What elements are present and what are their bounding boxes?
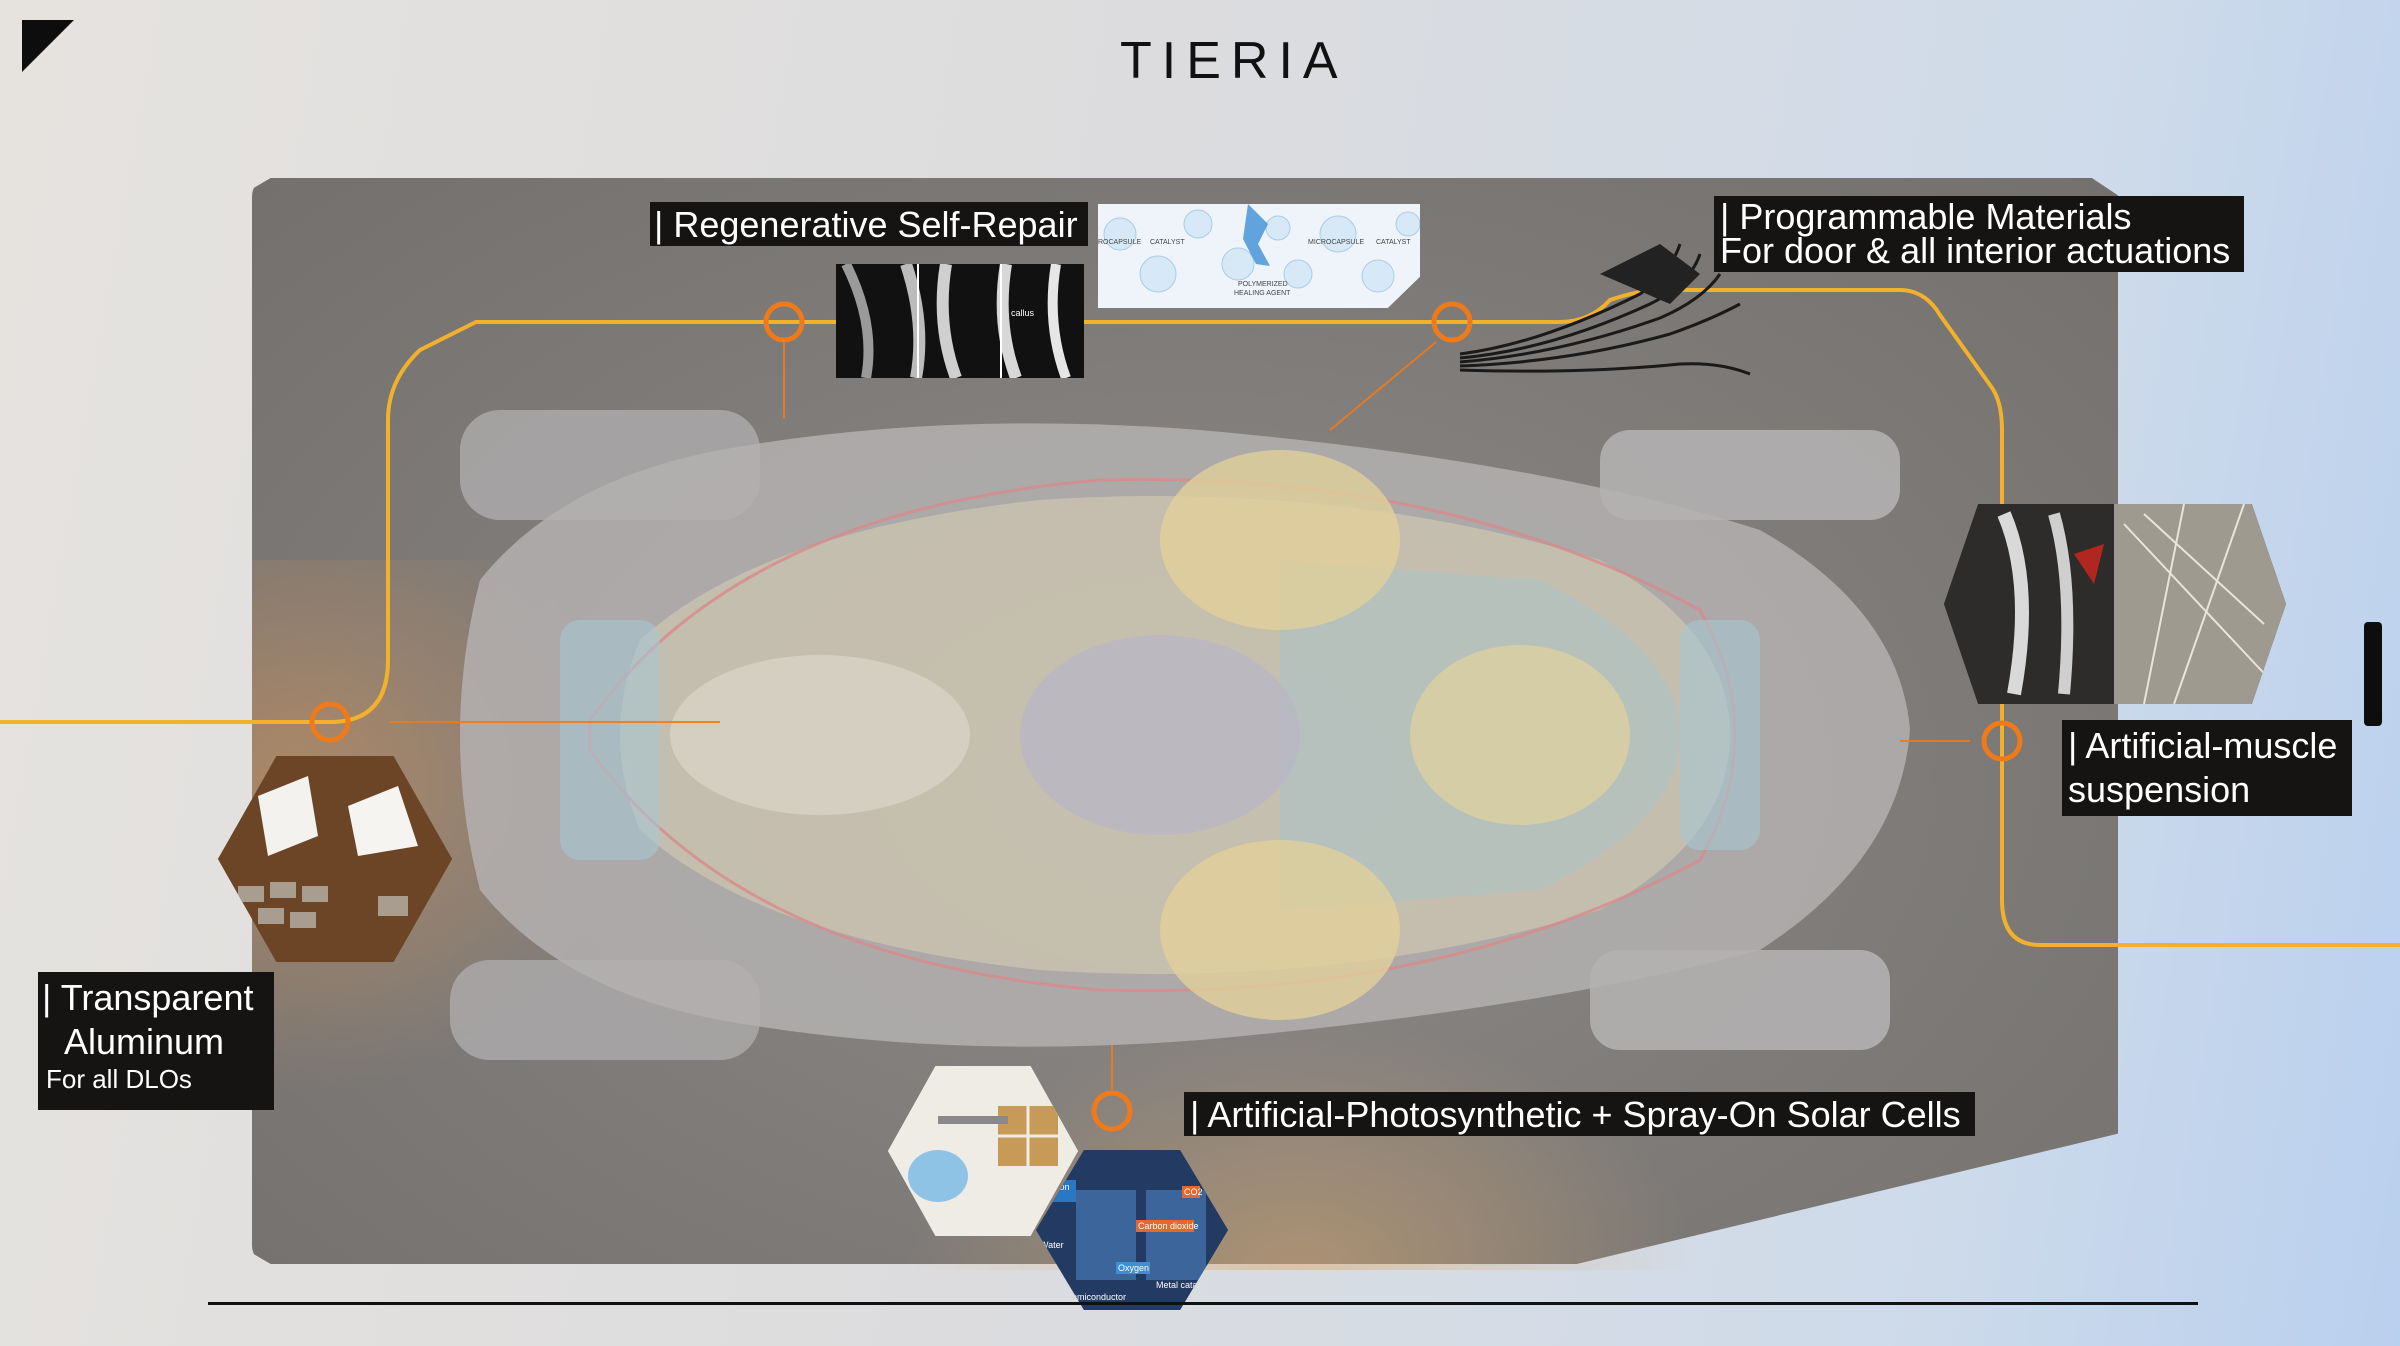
seat-center — [1020, 635, 1300, 835]
rear-light — [1680, 620, 1760, 850]
ring-node-icon — [1091, 1090, 1133, 1132]
callout-title: | Regenerative Self-Repair — [654, 204, 1078, 245]
seat-rear — [1410, 645, 1630, 825]
ring-node-icon — [309, 701, 351, 743]
metal-catalyst-label: Metal catalyst — [1156, 1280, 1212, 1290]
oxygen-label: Oxygen — [1118, 1263, 1149, 1273]
leader-programmable — [1329, 341, 1437, 431]
callout-line1: | Transparent — [42, 977, 254, 1018]
callout-title: | Programmable Materials — [1720, 196, 2132, 237]
ring-node-icon — [763, 301, 805, 343]
callout-subtitle: For door & all interior actuations — [1720, 230, 2231, 271]
artificial-muscle-image — [1944, 504, 2286, 704]
seat-right — [1160, 840, 1400, 1020]
callout-programmable: | Programmable Materials For door & all … — [1714, 196, 2245, 272]
ring-node-icon — [1981, 720, 2023, 762]
callout-line2: Aluminum — [64, 1021, 225, 1062]
brand-logo: TIERIA — [1120, 32, 1348, 90]
slide-scroll-handle[interactable] — [2364, 622, 2382, 726]
callout-line1: | Artificial-muscle — [2068, 725, 2338, 766]
spray-solar-image — [888, 1066, 1078, 1236]
semiconductor-label: Semiconductor — [1066, 1292, 1126, 1302]
xray-image: callus — [836, 264, 1084, 378]
callout-muscle: | Artificial-muscle suspension — [2062, 720, 2352, 816]
co2-label: CO2 — [1184, 1187, 1203, 1197]
front-light — [560, 620, 660, 860]
callout-solar: | Artificial-Photosynthetic + Spray-On S… — [1184, 1092, 1975, 1136]
callus-label: callus — [1011, 308, 1035, 318]
wheel-rear-right — [1590, 950, 1890, 1050]
seat-front — [670, 655, 970, 815]
callout-aluminum: | Transparent Aluminum For all DLOs — [38, 972, 274, 1110]
wheel-rear-left — [1600, 430, 1900, 520]
connector-main-left — [0, 288, 2400, 947]
callout-subtitle: For all DLOs — [46, 1064, 192, 1094]
ring-node-icon — [1431, 301, 1473, 343]
corner-triangle-icon — [22, 20, 74, 72]
vehicle-top-view — [450, 410, 1910, 1060]
healing-agent-label: HEALING AGENT — [1234, 290, 1291, 297]
carbon-dioxide-label: Carbon dioxide — [1138, 1221, 1199, 1231]
healing-agent-label: POLYMERIZED — [1238, 281, 1288, 288]
catalyst-label: CATALYST — [1150, 239, 1185, 246]
programmable-fiber-image — [1459, 243, 1751, 376]
callout-line2: suspension — [2068, 769, 2251, 810]
microcapsule-diagram: ROCAPSULE CATALYST MICROCAPSULE CATALYST… — [1098, 204, 1420, 308]
microcapsule-label: MICROCAPSULE — [1308, 239, 1364, 246]
callout-title: | Artificial-Photosynthetic + Spray-On S… — [1190, 1094, 1961, 1135]
catalyst-label: CATALYST — [1376, 239, 1411, 246]
seat-left — [1160, 450, 1400, 630]
bottom-rule — [208, 1302, 2198, 1305]
callout-self-repair: | Regenerative Self-Repair — [650, 202, 1088, 246]
water-label: Water — [1040, 1240, 1064, 1250]
microcapsule-left-label: ROCAPSULE — [1098, 239, 1142, 246]
